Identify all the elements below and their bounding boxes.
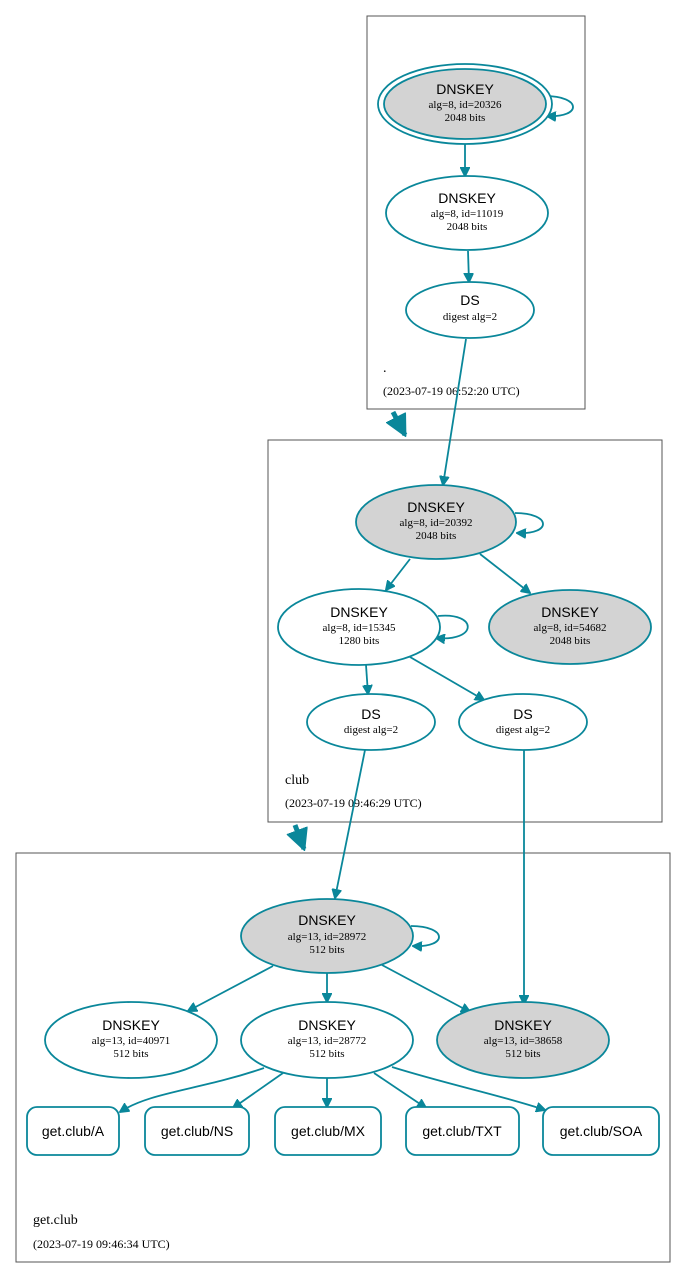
node-alg-id: alg=13, id=38658 — [484, 1035, 563, 1047]
edge-28772-to-soa — [391, 1066, 545, 1110]
rrset-label: get.club/TXT — [422, 1123, 502, 1139]
node-title: DNSKEY — [102, 1017, 160, 1033]
edge-root-ds-to-club-ksk — [443, 338, 467, 485]
zone-root-name: . — [383, 361, 387, 376]
node-title: DS — [513, 706, 532, 722]
node-alg-id: alg=13, id=28772 — [288, 1035, 366, 1047]
edge-get-ksk-to-40971 — [188, 965, 274, 1011]
node-alg-id: alg=8, id=54682 — [534, 622, 607, 634]
rrset-label: get.club/NS — [161, 1123, 233, 1139]
edge-club-15345-to-ds2 — [409, 656, 484, 700]
node-title: DNSKEY — [438, 190, 496, 206]
node-bits: 512 bits — [113, 1048, 148, 1060]
node-alg-id: alg=8, id=20392 — [400, 517, 473, 529]
dnskey-node-get-38658: DNSKEY alg=13, id=38658 512 bits — [436, 1001, 610, 1079]
node-alg-id: alg=8, id=11019 — [431, 208, 504, 220]
self-sign-edge-root-ksk — [544, 95, 574, 116]
node-alg-id: alg=13, id=28972 — [288, 931, 366, 943]
node-bits: 2048 bits — [550, 635, 591, 647]
node-title: DNSKEY — [407, 499, 465, 515]
node-digest: digest alg=2 — [443, 311, 497, 323]
node-alg-id: alg=13, id=40971 — [92, 1035, 170, 1047]
node-title: DNSKEY — [330, 604, 388, 620]
dnskey-node-club-54682: DNSKEY alg=8, id=54682 2048 bits — [488, 589, 652, 665]
rrset-label: get.club/A — [42, 1123, 105, 1139]
dnskey-node-club-15345: DNSKEY alg=8, id=15345 1280 bits — [277, 588, 441, 666]
node-digest: digest alg=2 — [344, 724, 398, 736]
rrset-node-mx: get.club/MX — [274, 1106, 382, 1156]
rrset-node-soa: get.club/SOA — [542, 1106, 660, 1156]
ds-node-club-1: DS digest alg=2 — [306, 693, 436, 751]
edge-get-ksk-to-38658 — [381, 964, 470, 1012]
zone-get-club-name: get.club — [33, 1213, 78, 1228]
node-bits: 512 bits — [309, 944, 344, 956]
node-digest: digest alg=2 — [496, 724, 550, 736]
dnskey-node-get-28772: DNSKEY alg=13, id=28772 512 bits — [240, 1001, 414, 1079]
node-title: DNSKEY — [541, 604, 599, 620]
ds-node-root: DS digest alg=2 — [405, 281, 535, 339]
node-alg-id: alg=8, id=15345 — [323, 622, 396, 634]
rrset-label: get.club/MX — [291, 1123, 366, 1139]
edge-root-zsk-to-ds — [468, 250, 469, 282]
rrset-label: get.club/SOA — [560, 1123, 643, 1139]
node-title: DNSKEY — [298, 912, 356, 928]
edge-club-ksk-to-54682 — [479, 553, 530, 593]
dnskey-node-get-28972: DNSKEY alg=13, id=28972 512 bits — [240, 898, 414, 974]
node-title: DNSKEY — [494, 1017, 552, 1033]
node-bits: 512 bits — [505, 1048, 540, 1060]
self-sign-edge-club-ksk — [514, 512, 544, 533]
node-bits: 2048 bits — [445, 112, 486, 124]
node-title: DS — [460, 292, 479, 308]
edge-club-ds1-to-get-ksk — [335, 749, 366, 898]
dnskey-node-root-11019: DNSKEY alg=8, id=11019 2048 bits — [385, 175, 549, 251]
zone-get-club-timestamp: (2023-07-19 09:46:34 UTC) — [33, 1237, 170, 1251]
node-title: DS — [361, 706, 380, 722]
self-sign-edge-club-15345 — [436, 614, 469, 639]
zone-club-timestamp: (2023-07-19 09:46:29 UTC) — [285, 796, 422, 810]
node-alg-id: alg=8, id=20326 — [429, 99, 502, 111]
zone-root-timestamp: (2023-07-19 06:52:20 UTC) — [383, 384, 520, 398]
dnskey-node-club-20392: DNSKEY alg=8, id=20392 2048 bits — [355, 484, 517, 560]
edge-28772-to-a — [120, 1067, 265, 1112]
node-bits: 512 bits — [309, 1048, 344, 1060]
self-sign-edge-get-ksk — [410, 925, 440, 946]
edge-28772-to-ns — [233, 1072, 284, 1108]
dnskey-node-get-40971: DNSKEY alg=13, id=40971 512 bits — [44, 1001, 218, 1079]
dnskey-node-root-20326: DNSKEY alg=8, id=20326 2048 bits — [377, 63, 553, 145]
rrset-node-a: get.club/A — [26, 1106, 120, 1156]
delegation-arrow-root-club — [393, 410, 408, 435]
node-bits: 2048 bits — [447, 221, 488, 233]
node-title: DNSKEY — [298, 1017, 356, 1033]
node-title: DNSKEY — [436, 81, 494, 97]
rrset-node-ns: get.club/NS — [144, 1106, 250, 1156]
delegation-arrow-club-get-club — [295, 824, 304, 849]
zone-club-name: club — [285, 773, 309, 788]
node-bits: 2048 bits — [416, 530, 457, 542]
edge-club-ksk-to-15345 — [386, 558, 411, 590]
ds-node-club-2: DS digest alg=2 — [458, 693, 588, 751]
rrset-node-txt: get.club/TXT — [405, 1106, 520, 1156]
edge-club-15345-to-ds1 — [366, 664, 368, 694]
node-bits: 1280 bits — [339, 635, 380, 647]
edge-28772-to-txt — [373, 1072, 426, 1108]
